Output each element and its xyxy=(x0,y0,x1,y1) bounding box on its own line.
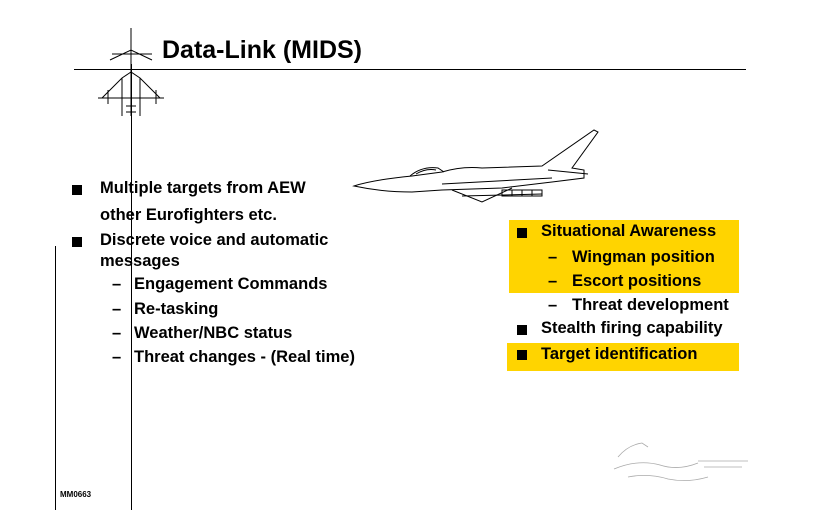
dash: – xyxy=(548,272,558,290)
right-bullet-1: Situational Awareness xyxy=(541,222,717,240)
title-rule xyxy=(74,69,746,70)
left-sub-item: Threat changes - (Real time) xyxy=(134,348,355,366)
bullet-square-icon xyxy=(72,185,82,195)
dash: – xyxy=(112,348,122,366)
dash: – xyxy=(112,300,122,318)
left-sub-item: Weather/NBC status xyxy=(134,324,293,342)
dash: – xyxy=(548,296,558,314)
dash: – xyxy=(112,275,122,293)
left-sub-item: Engagement Commands xyxy=(134,275,328,293)
right-bullet-2: Stealth firing capability xyxy=(541,319,723,337)
stamp-mark-icon xyxy=(613,442,748,481)
left-margin-rule xyxy=(55,246,56,510)
footer-code: MM0663 xyxy=(60,490,92,499)
dash: – xyxy=(112,324,122,342)
left-bullet-1-line-1: Multiple targets from AEW xyxy=(100,179,306,197)
bullet-square-icon xyxy=(517,325,527,335)
right-sub-item: Threat development xyxy=(572,296,729,314)
left-bullet-1-line-2: other Eurofighters etc. xyxy=(100,206,277,224)
right-bullet-3: Target identification xyxy=(541,345,698,363)
right-sub-item: Escort positions xyxy=(572,272,702,290)
bullet-square-icon xyxy=(517,350,527,360)
eurofighter-jet-icon xyxy=(352,129,599,203)
bullet-square-icon xyxy=(517,228,527,238)
dash: – xyxy=(548,248,558,266)
right-sub-item: Wingman position xyxy=(572,248,715,266)
left-bullet-2-line-1: Discrete voice and automatic xyxy=(100,231,329,249)
highlight-block-target xyxy=(507,343,739,371)
left-bullet-2-line-2: messages xyxy=(100,252,180,270)
bullet-square-icon xyxy=(72,237,82,247)
highlight-block-awareness xyxy=(509,220,739,293)
vertical-rule xyxy=(131,64,132,510)
left-sub-item: Re-tasking xyxy=(134,300,219,318)
slide-title: Data-Link (MIDS) xyxy=(162,36,362,64)
